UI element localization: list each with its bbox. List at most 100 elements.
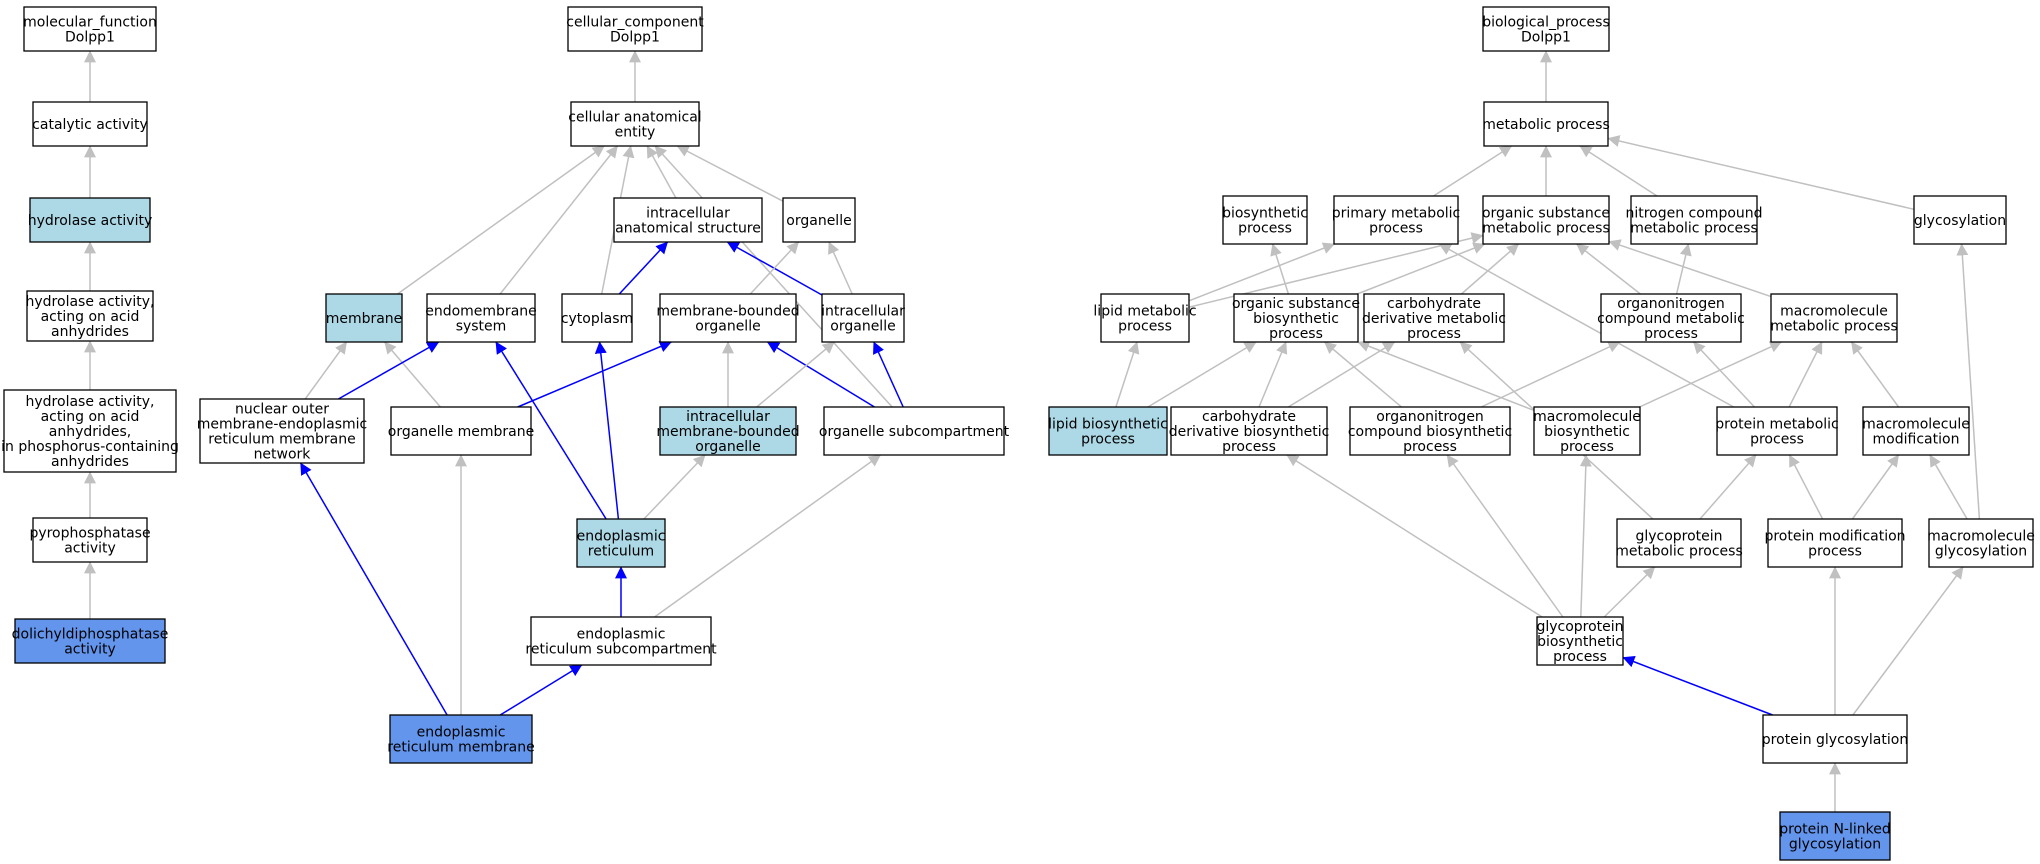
term-box [821, 293, 905, 343]
term-box [1762, 714, 1908, 764]
edge-layer [84, 50, 1981, 812]
term-label-line: reticulum subcompartment [525, 642, 717, 658]
term-label-line: anhydrides [51, 324, 129, 340]
term-label-line: nitrogen compound [1625, 206, 1762, 222]
term-label-line: intracellular [686, 409, 770, 425]
term-label-line: biological_process [1482, 15, 1610, 31]
term-label-line: process [1081, 432, 1135, 448]
term-label-line: intracellular [646, 206, 730, 222]
term-label-line: endoplasmic [417, 725, 506, 741]
term-box [1333, 195, 1459, 245]
term-label-line: anhydrides, [49, 424, 131, 440]
edge-er-to-imbo [643, 454, 706, 520]
edge-er_sub-to-org_sub [654, 454, 881, 618]
term-node-glycosylation[interactable]: glycosylation [1913, 195, 2007, 245]
term-box [1862, 406, 1970, 456]
term-label-line: Dolpp1 [65, 30, 115, 46]
term-box [659, 406, 797, 456]
term-label-line: protein N-linked [1779, 822, 1891, 838]
edge-organonitrogen-to-nitrogen [1675, 243, 1692, 295]
term-node-org-mem[interactable]: organelle membrane [388, 406, 534, 456]
term-label-line: protein glycosylation [1762, 732, 1908, 748]
term-node-hydrolase[interactable]: hydrolase activity [28, 197, 153, 243]
term-node-hydro-phos[interactable]: hydrolase activity,acting on acidanhydri… [1, 389, 179, 473]
term-node-catalytic[interactable]: catalytic activity [32, 101, 148, 147]
edge-prot_mod-to-protein_met [1788, 454, 1824, 520]
term-label-line: macromolecule [1780, 304, 1888, 320]
term-label-line: endoplasmic [577, 627, 666, 643]
term-box [823, 406, 1005, 456]
term-box [1536, 616, 1624, 666]
edge-org_mem-to-membrane [384, 341, 441, 408]
term-box [613, 197, 763, 243]
term-node-org-sub[interactable]: organelle subcompartment [819, 406, 1010, 456]
term-box [3, 389, 177, 473]
term-box [199, 398, 365, 464]
term-label-line: derivative biosynthetic [1169, 424, 1330, 440]
term-label-line: molecular_function [23, 15, 157, 31]
edge-glycoprot_met-to-protein_met [1699, 454, 1757, 520]
term-node-organelle[interactable]: organelle [782, 197, 856, 243]
term-label-line: endomembrane [425, 304, 537, 320]
term-label-line: entity [615, 125, 656, 141]
term-box [32, 101, 148, 147]
term-label-line: macromolecule [1862, 417, 1970, 433]
term-node-cytoplasm[interactable]: cytoplasm [561, 293, 633, 343]
term-label-line: lipid biosynthetic [1048, 417, 1168, 433]
term-node-prot-glyco[interactable]: protein glycosylation [1762, 714, 1908, 764]
term-box [1222, 195, 1308, 245]
term-node-hydro-acid[interactable]: hydrolase activity,acting on acidanhydri… [26, 290, 155, 342]
term-node-membrane[interactable]: membrane [325, 293, 403, 343]
term-node-nom[interactable]: nuclear outermembrane-endoplasmicreticul… [197, 398, 367, 464]
term-label-line: compound metabolic [1597, 311, 1745, 327]
edge-intra_org-to-organelle [828, 241, 853, 295]
edge-primary-to-metabolic [1433, 145, 1513, 197]
term-label-line: hydrolase activity, [26, 394, 155, 410]
edge-org_sub_bio-to-organic_sub [1356, 242, 1486, 295]
term-label-line: primary metabolic [1332, 206, 1461, 222]
term-label-line: modification [1873, 432, 1960, 448]
term-box [1616, 518, 1742, 568]
term-label-line: cytoplasm [561, 311, 633, 327]
term-label-line: glycoprotein [1536, 619, 1623, 635]
edge-org_sub_bio-to-biosynthetic [1270, 243, 1290, 295]
term-node-metabolic[interactable]: metabolic process [1482, 101, 1610, 147]
term-box [1913, 195, 2007, 245]
term-box [426, 293, 536, 343]
edge-prot_glyco-to-glycoprot_bio [1622, 655, 1773, 716]
